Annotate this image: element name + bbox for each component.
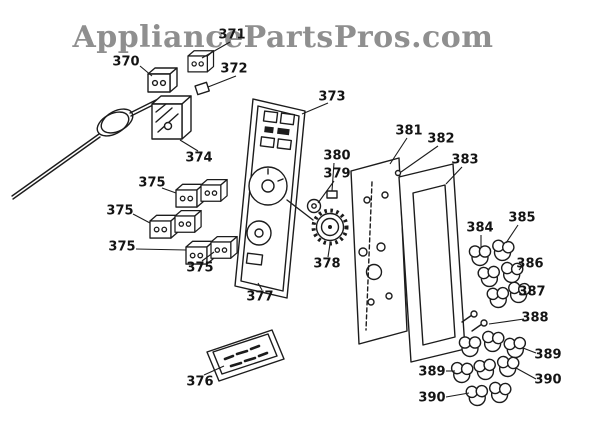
knobs-lower-cluster xyxy=(449,330,528,407)
knobs-upper-cluster xyxy=(468,238,532,309)
capillary-tube xyxy=(11,98,160,200)
back-plate xyxy=(350,157,408,345)
mounting-frame xyxy=(398,163,466,363)
thermostat-switch-374 xyxy=(151,95,192,140)
clip-380 xyxy=(326,190,338,199)
label-plate-376 xyxy=(206,329,285,382)
control-panel xyxy=(234,98,314,299)
timer-motor xyxy=(306,190,349,246)
switches-375 xyxy=(149,178,238,265)
shaft-379 xyxy=(306,198,322,214)
leader-lines xyxy=(132,41,537,398)
bracket-372 xyxy=(194,81,210,96)
switch-370 xyxy=(147,67,178,93)
screw-382 xyxy=(394,169,402,177)
site-watermark: AppliancePartsPros.com xyxy=(72,20,494,55)
screws-388 xyxy=(461,310,488,332)
